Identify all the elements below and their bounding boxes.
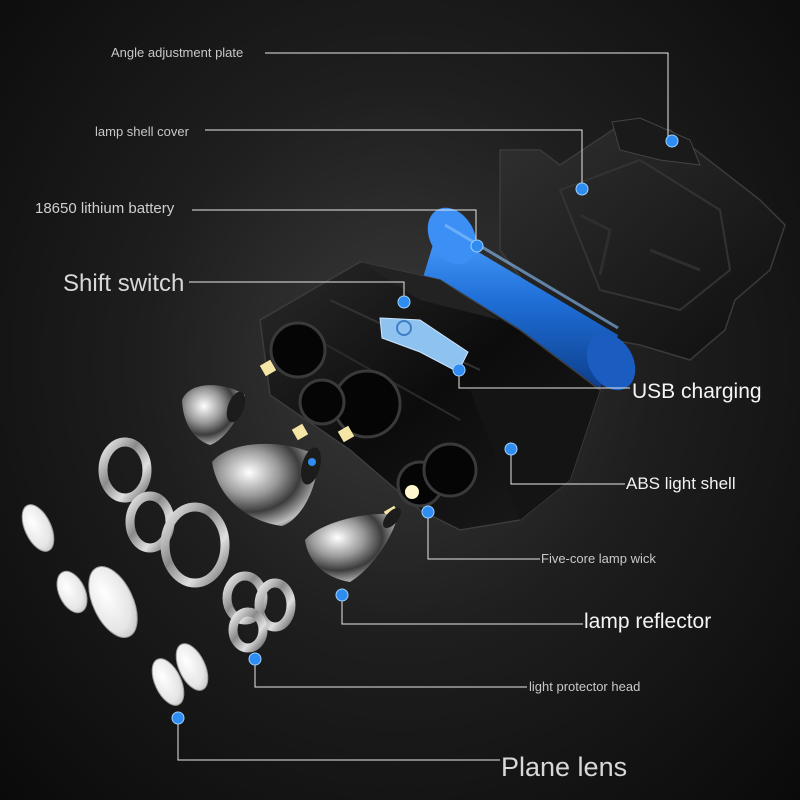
label-usb-charging: USB charging: [632, 380, 762, 403]
plane-lenses: [21, 504, 209, 706]
label-plane-lens: Plane lens: [501, 752, 628, 782]
label-lamp-reflector: lamp reflector: [584, 610, 712, 633]
callout-dots: [171, 134, 679, 725]
label-five-core-lamp-wick: Five-core lamp wick: [541, 551, 656, 566]
label-abs-light-shell: ABS light shell: [626, 474, 736, 493]
leader-lines: [177, 52, 669, 761]
label-light-protector-head: light protector head: [529, 679, 641, 694]
label-angle-adjustment-plate: Angle adjustment plate: [111, 45, 244, 60]
protector-rings: [98, 437, 296, 653]
label-lamp-shell-cover: lamp shell cover: [95, 124, 189, 139]
label-lithium-battery: 18650 lithium battery: [35, 200, 175, 217]
reflector-parts: [182, 385, 401, 582]
label-shift-switch: Shift switch: [63, 270, 185, 297]
abs-light-shell-part: [259, 261, 601, 531]
